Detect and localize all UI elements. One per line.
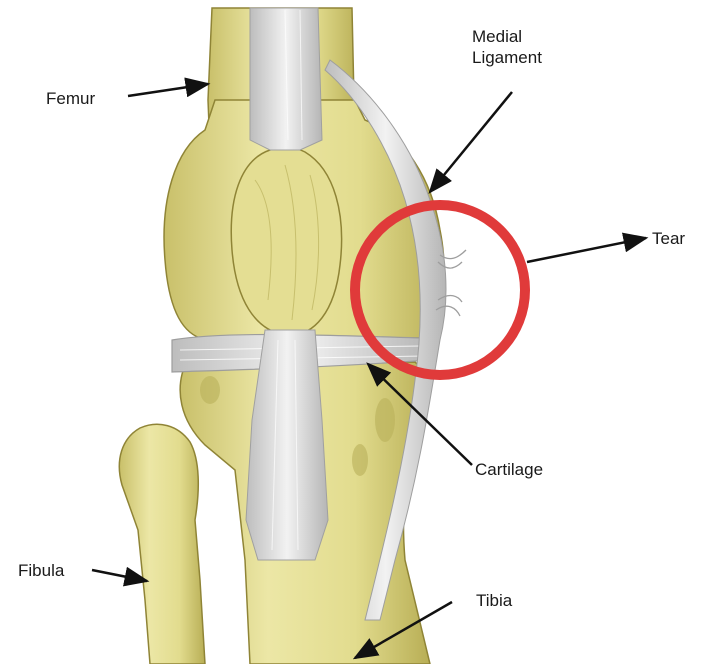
fibula-arrow <box>92 570 147 581</box>
label-medial-ligament-line2: Ligament <box>472 47 582 68</box>
label-medial-ligament: Medial Ligament <box>472 26 582 68</box>
label-medial-ligament-line1: Medial <box>472 26 582 47</box>
fibula <box>119 424 205 664</box>
medial-ligament-arrow <box>430 92 512 192</box>
quadriceps-tendon <box>250 8 322 150</box>
tear-arrow <box>527 238 646 262</box>
label-fibula: Fibula <box>18 560 64 581</box>
label-femur: Femur <box>46 88 95 109</box>
femur-arrow <box>128 84 208 96</box>
label-cartilage: Cartilage <box>475 459 543 480</box>
label-tear: Tear <box>652 228 685 249</box>
patella <box>231 147 341 335</box>
label-tibia: Tibia <box>476 590 512 611</box>
